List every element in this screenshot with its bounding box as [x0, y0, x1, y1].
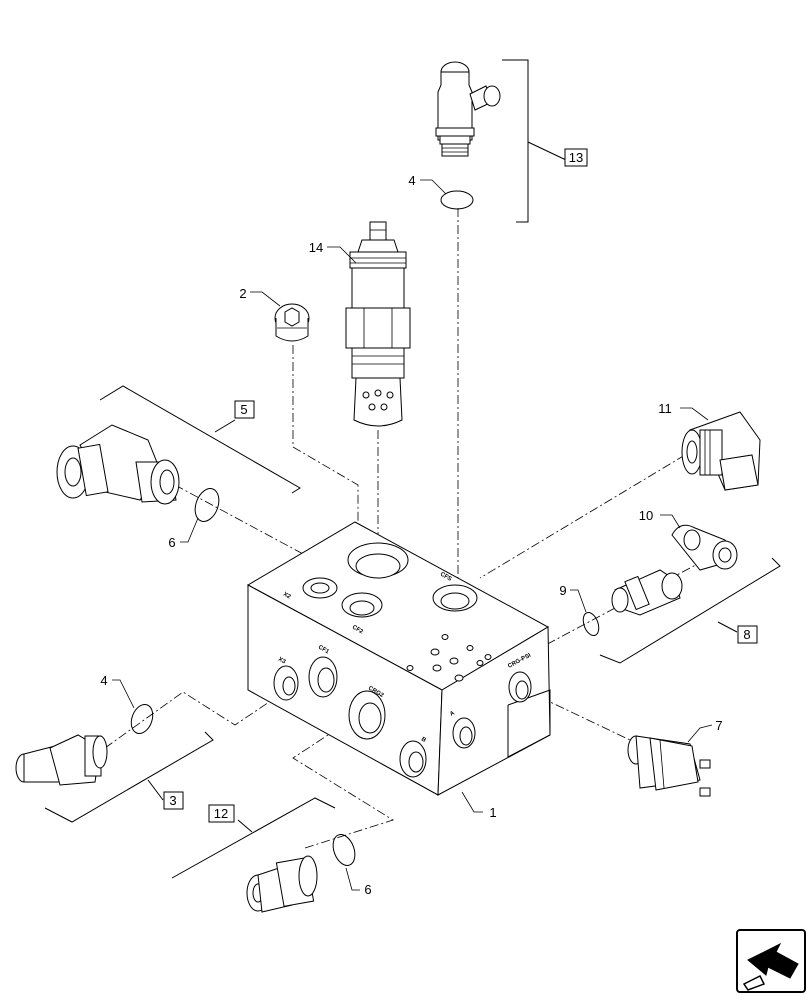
callout-10: 10 [639, 508, 653, 523]
manifold-block: X2 CF2 CFS X3 CF1 CRG2 CRG-PSI A B [246, 521, 551, 796]
callout-6-bottom: 6 [364, 882, 371, 897]
elbow-fitting-5 [56, 424, 180, 505]
callout-7: 7 [715, 718, 722, 733]
callout-13: 13 [569, 150, 583, 165]
callout-2: 2 [239, 286, 246, 301]
previous-page-arrow-icon[interactable] [736, 929, 806, 993]
adapter-fitting-9 [611, 569, 683, 616]
callout-1: 1 [489, 805, 496, 820]
elbow-fitting-11 [681, 411, 761, 491]
callout-14: 14 [309, 240, 323, 255]
plug-2 [274, 303, 310, 342]
bracket-8 [599, 557, 781, 664]
o-ring-4-left [130, 703, 154, 735]
port-label-a: A [449, 710, 456, 718]
callout-9: 9 [559, 583, 566, 598]
bracket-13 [502, 59, 567, 223]
straight-fitting-3 [15, 734, 108, 786]
callout-5: 5 [240, 402, 247, 417]
callout-11: 11 [658, 401, 672, 416]
sender-10 [671, 524, 738, 571]
o-ring-6-left [194, 488, 220, 522]
callout-6-left: 6 [168, 535, 175, 550]
callout-4-left: 4 [100, 673, 107, 688]
o-ring-4-top [440, 190, 474, 210]
port-label-x3: X3 [277, 657, 287, 666]
port-label-cf1: CF1 [317, 645, 330, 656]
straight-fitting-12 [246, 855, 318, 913]
bracket-12 [171, 797, 336, 879]
tee-fitting-13 [435, 61, 501, 157]
pressure-switch-7 [627, 735, 711, 797]
callout-3: 3 [169, 793, 176, 808]
o-ring-9 [582, 611, 600, 637]
leader-lines [112, 179, 713, 891]
callout-4-top: 4 [408, 173, 415, 188]
port-label-x2: X2 [282, 592, 292, 601]
port-label-cfs: CFS [439, 572, 452, 583]
port-label-b: B [420, 737, 427, 745]
bracket-3 [44, 731, 214, 823]
port-label-cf2: CF2 [351, 625, 364, 636]
callout-8: 8 [743, 627, 750, 642]
bracket-5 [99, 385, 301, 494]
callout-12: 12 [214, 806, 228, 821]
o-ring-6-bottom [332, 834, 356, 866]
cartridge-valve-14 [345, 221, 411, 427]
